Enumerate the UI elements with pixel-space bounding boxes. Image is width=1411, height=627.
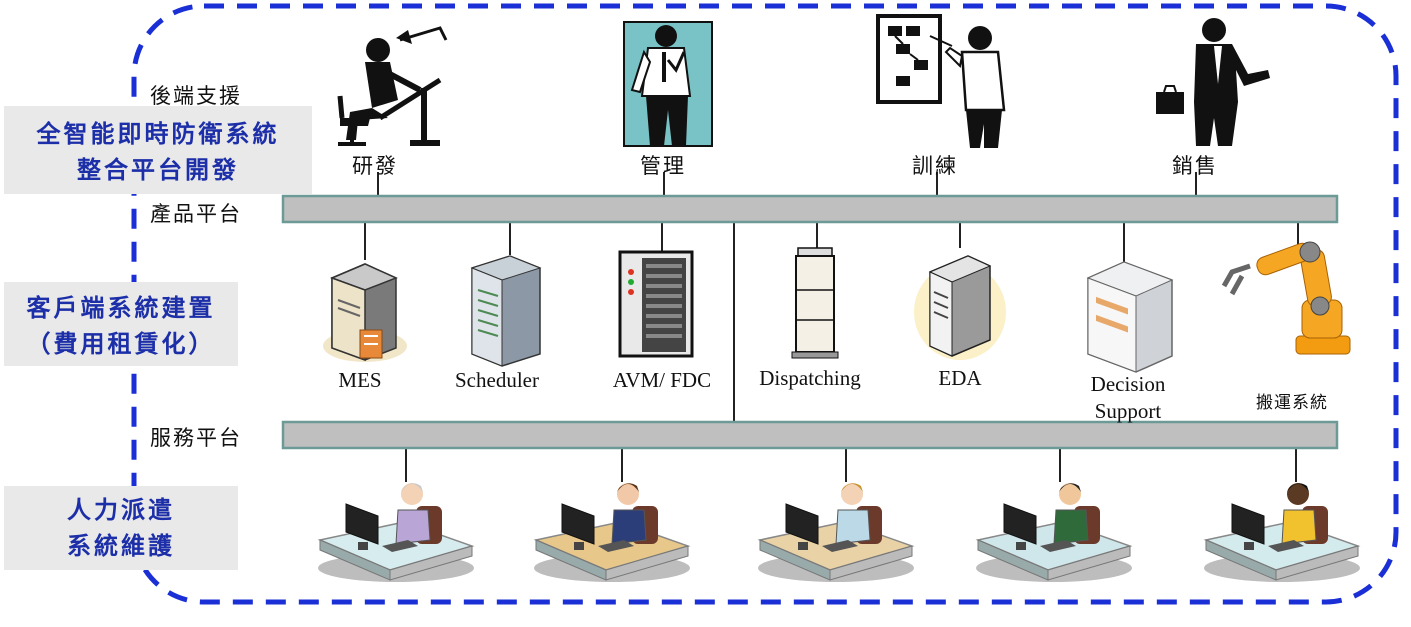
side-box-client-system: 客戶端系統建置 （費用租賃化） bbox=[4, 282, 238, 366]
side-box-smart-platform: 全智能即時防衛系統 整合平台開發 bbox=[4, 106, 312, 194]
equipment-cabinet-icon bbox=[618, 250, 694, 358]
system-label-avm-fdc: AVM/ FDC bbox=[612, 368, 712, 392]
salesman-icon bbox=[1156, 18, 1270, 146]
server-rack-icon bbox=[470, 255, 542, 367]
product-platform-bar bbox=[281, 194, 1339, 224]
role-label-rd: 研發 bbox=[352, 154, 398, 178]
system-label-mes: MES bbox=[338, 368, 382, 392]
operator-desk-icon bbox=[533, 483, 691, 582]
storage-server-icon bbox=[1086, 261, 1174, 373]
layer-label-product: 產品平台 bbox=[150, 202, 242, 226]
layer-label-service: 服務平台 bbox=[150, 426, 242, 450]
manager-icon bbox=[623, 21, 713, 147]
system-label-eda: EDA bbox=[938, 366, 982, 390]
server-tower-icon bbox=[323, 263, 407, 362]
trainer-icon bbox=[876, 14, 1006, 148]
layer-label-backend: 後端支援 bbox=[150, 84, 242, 108]
side-box-smart-line-1: 全智能即時防衛系統 bbox=[36, 120, 280, 148]
role-connectors bbox=[377, 172, 1197, 196]
side-box-staffing-line-2: 系統維護 bbox=[67, 532, 175, 560]
operator-desk-icon bbox=[317, 483, 475, 582]
role-label-management: 管理 bbox=[640, 154, 686, 178]
robot-arm-icon bbox=[1221, 241, 1351, 355]
workers-row bbox=[317, 483, 1361, 582]
system-label-handling: 搬運系統 bbox=[1256, 393, 1328, 413]
side-box-staffing-line-1: 人力派遣 bbox=[67, 496, 175, 524]
system-label-dispatching: Dispatching bbox=[759, 366, 861, 390]
service-platform-bar bbox=[281, 420, 1339, 450]
side-box-client-line-1: 客戶端系統建置 bbox=[26, 294, 216, 322]
tall-cabinet-icon bbox=[791, 247, 839, 359]
side-box-staffing: 人力派遣 系統維護 bbox=[4, 486, 238, 570]
operator-desk-icon bbox=[975, 483, 1133, 582]
operator-desk-icon bbox=[757, 483, 915, 582]
side-box-client-line-2: （費用租賃化） bbox=[26, 330, 216, 358]
operator-desk-icon bbox=[1203, 483, 1361, 582]
side-box-smart-line-2: 整合平台開發 bbox=[77, 156, 239, 184]
system-label-decision-support: Decision Support bbox=[1090, 372, 1166, 423]
outer-dashed-border bbox=[131, 3, 1399, 605]
system-connectors bbox=[364, 222, 1299, 422]
engineer-drafting-icon bbox=[337, 26, 448, 146]
worker-connectors bbox=[405, 448, 1297, 482]
role-label-training: 訓練 bbox=[912, 154, 958, 178]
system-label-scheduler: Scheduler bbox=[455, 368, 539, 392]
computer-tower-icon bbox=[914, 255, 1006, 360]
role-label-sales: 銷售 bbox=[1172, 154, 1218, 178]
